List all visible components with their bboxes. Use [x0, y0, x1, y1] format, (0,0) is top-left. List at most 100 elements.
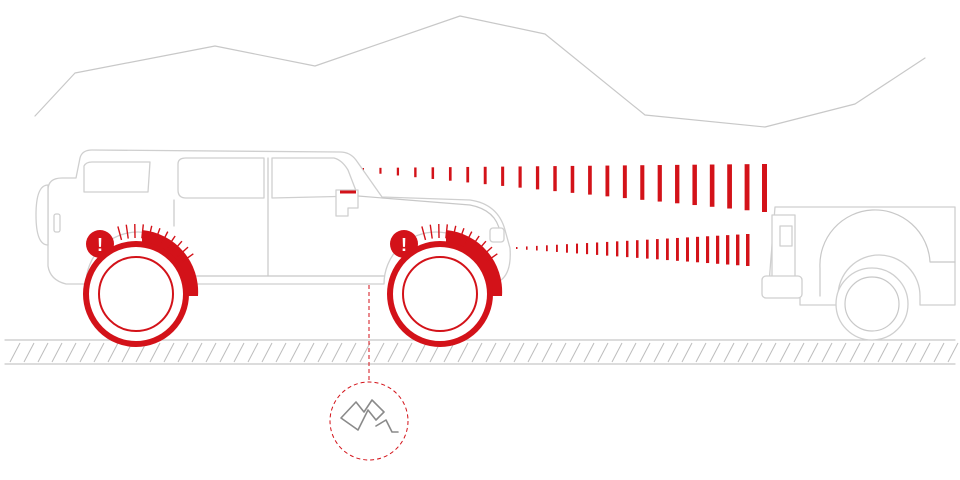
- radar-beam-bar: [657, 165, 662, 202]
- radar-beam-bar: [516, 247, 518, 249]
- wheel-slip-ticks: [117, 223, 498, 263]
- radar-beam-bar: [396, 167, 400, 176]
- ground-hatch-mark: [163, 342, 175, 363]
- ground-hatch-mark: [863, 342, 875, 363]
- leading-truck: [761, 206, 956, 341]
- radar-beam-bar: [553, 166, 557, 192]
- slip-tick: [141, 224, 145, 239]
- ground-hatch-mark: [485, 342, 497, 363]
- slip-tick: [458, 227, 465, 242]
- radar-beam-bar: [640, 165, 645, 200]
- radar-beam-bar: [736, 234, 740, 266]
- radar-beam-bar: [686, 237, 689, 262]
- slip-tick: [464, 231, 473, 245]
- ground-hatch-mark: [849, 342, 861, 363]
- ground-hatch-mark: [499, 342, 511, 363]
- radar-beam-bar: [726, 235, 730, 265]
- radar-beam-bar: [501, 166, 505, 186]
- radar-beam-bar: [762, 164, 767, 212]
- radar-beam-bar: [466, 166, 470, 183]
- ground-hatch-mark: [289, 342, 301, 363]
- slip-tick: [421, 226, 427, 241]
- ground-hatch-mark: [933, 342, 945, 363]
- radar-beams: [362, 164, 767, 266]
- radar-beam-bar: [696, 236, 700, 263]
- slip-tick: [181, 253, 194, 263]
- ground-hatch-mark: [541, 342, 553, 363]
- ground-hatch-mark: [513, 342, 525, 363]
- ground-hatch-mark: [555, 342, 567, 363]
- slip-tick: [154, 227, 161, 242]
- ground-hatch-mark: [765, 342, 777, 363]
- ground-hatch-mark: [65, 342, 77, 363]
- radar-beam-bar: [675, 164, 680, 204]
- ground-hatch-mark: [597, 342, 609, 363]
- radar-beam-bar: [596, 242, 599, 255]
- ground-hatch-mark: [793, 342, 805, 363]
- slip-tick: [481, 246, 493, 258]
- ground-hatch-mark: [107, 342, 119, 363]
- ground-hatch-mark: [471, 342, 483, 363]
- ground-hatch-mark: [275, 342, 287, 363]
- ground-hatch-mark: [681, 342, 693, 363]
- ground-hatch-mark: [331, 342, 343, 363]
- ground-hatch-mark: [569, 342, 581, 363]
- radar-beam-bar: [605, 165, 610, 197]
- ground-hatch-mark: [373, 342, 385, 363]
- radar-beam-bar: [746, 234, 750, 266]
- radar-beam-bar: [666, 238, 669, 261]
- slip-tick: [160, 231, 169, 245]
- ground-hatch-mark: [807, 342, 819, 363]
- ground-hatch-mark: [653, 342, 665, 363]
- ground-hatch-mark: [247, 342, 259, 363]
- ground-hatch-mark: [261, 342, 273, 363]
- ground-hatch-mark: [709, 342, 721, 363]
- slip-tick: [476, 240, 487, 253]
- ground-hatch-mark: [877, 342, 889, 363]
- radar-beam-bar: [636, 240, 639, 258]
- radar-beam-bar: [656, 239, 659, 260]
- radar-beam-bar: [518, 166, 522, 188]
- ground-hatch-mark: [891, 342, 903, 363]
- taillight: [53, 213, 61, 233]
- ground-hatch-mark: [667, 342, 679, 363]
- rear-warning-icon: !: [86, 230, 114, 258]
- ground-hatch-mark: [639, 342, 651, 363]
- ground-hatch-mark: [191, 342, 203, 363]
- slip-tick: [125, 224, 129, 239]
- ground-hatch-mark: [9, 342, 21, 363]
- ground-hatch-mark: [359, 342, 371, 363]
- slip-tick: [445, 224, 449, 239]
- ground-hatch-mark: [233, 342, 245, 363]
- slip-tick: [117, 226, 123, 241]
- ground-hatch-mark: [835, 342, 847, 363]
- slip-tick: [147, 225, 153, 240]
- front-warning-icon: !: [390, 230, 418, 258]
- terrain-mode-icon: [329, 381, 409, 461]
- radar-beam-bar: [526, 246, 528, 250]
- mountain-outline: [34, 15, 926, 128]
- ground-hatch-mark: [583, 342, 595, 363]
- ground-hatch-mark: [401, 342, 413, 363]
- ground-hatch-mark: [205, 342, 217, 363]
- radar-beam-bar: [676, 237, 679, 261]
- radar-beam-bar: [622, 165, 627, 199]
- ground-hatch-mark: [751, 342, 763, 363]
- radar-beam-bar: [692, 164, 697, 206]
- radar-beam-bar: [556, 244, 558, 252]
- ground-hatch-mark: [415, 342, 427, 363]
- ground-hatch-mark: [37, 342, 49, 363]
- slip-tick: [177, 246, 189, 258]
- radar-beam-bar: [727, 164, 732, 209]
- radar-beam-bar: [586, 243, 589, 255]
- radar-beam-bar: [536, 245, 538, 251]
- radar-beam-bar: [706, 236, 710, 264]
- radar-beam-bar: [716, 235, 720, 264]
- radar-beam-bar: [414, 167, 417, 178]
- slip-tick: [172, 240, 183, 253]
- radar-beam-bar: [606, 241, 609, 256]
- radar-beam-bar: [546, 245, 548, 252]
- ground-hatch-mark: [177, 342, 189, 363]
- rear-warning-glyph: !: [97, 235, 103, 255]
